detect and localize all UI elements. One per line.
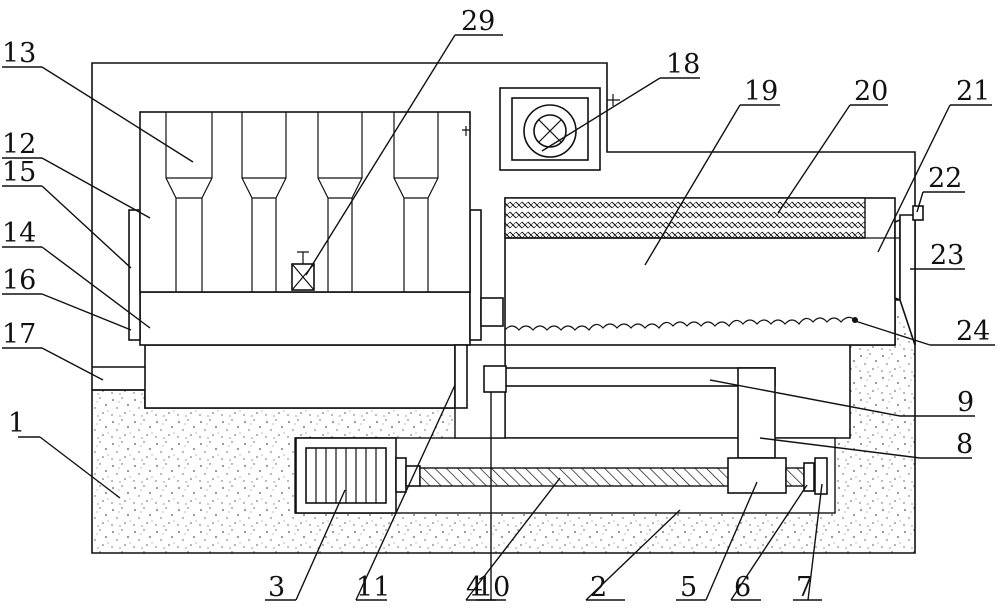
label-12: 12 (2, 129, 36, 160)
label-20: 20 (854, 76, 888, 107)
bolt-22 (912, 205, 924, 221)
label-18: 18 (666, 49, 700, 80)
label-29: 29 (461, 6, 495, 37)
label-8: 8 (956, 429, 973, 460)
motor-3 (295, 437, 421, 514)
side-plate-15 (128, 209, 141, 341)
label-10: 10 (476, 572, 510, 603)
label-23: 23 (930, 240, 964, 271)
lower-box (144, 344, 456, 409)
end-flange (899, 214, 916, 346)
nozzle-hook (462, 126, 470, 136)
label-5: 5 (680, 572, 697, 603)
label-16: 16 (2, 265, 36, 296)
slider-block-10 (483, 365, 507, 393)
label-21: 21 (956, 76, 990, 107)
label-19: 19 (744, 76, 778, 107)
label-3: 3 (268, 572, 285, 603)
clamp-11 (454, 344, 468, 409)
filter-layer-20 (504, 197, 866, 239)
label-24: 24 (956, 316, 990, 347)
side-plate-right (469, 209, 482, 341)
label-4: 4 (466, 572, 483, 603)
label-14: 14 (2, 218, 36, 249)
blower-18 (499, 87, 620, 171)
shaft-connector (480, 297, 504, 327)
nut-5 (727, 457, 787, 494)
label-1: 1 (8, 408, 25, 439)
lead-screw-4 (419, 467, 731, 487)
label-17: 17 (2, 319, 36, 350)
label-15: 15 (2, 157, 36, 188)
slide-rail-9 (504, 367, 776, 387)
mixer-housing-13 (139, 111, 471, 293)
label-13: 13 (2, 38, 36, 69)
screw-end (785, 467, 805, 487)
leader-lines (2, 34, 995, 601)
bracket-8 (737, 367, 776, 459)
label-22: 22 (928, 163, 962, 194)
label-6: 6 (734, 572, 751, 603)
screw-belt-24 (504, 316, 856, 331)
label-7: 7 (796, 572, 813, 603)
label-11: 11 (356, 572, 390, 603)
label-9: 9 (957, 387, 974, 418)
drum-14 (139, 291, 471, 346)
bearing-6 (803, 462, 815, 492)
label-2: 2 (590, 572, 607, 603)
